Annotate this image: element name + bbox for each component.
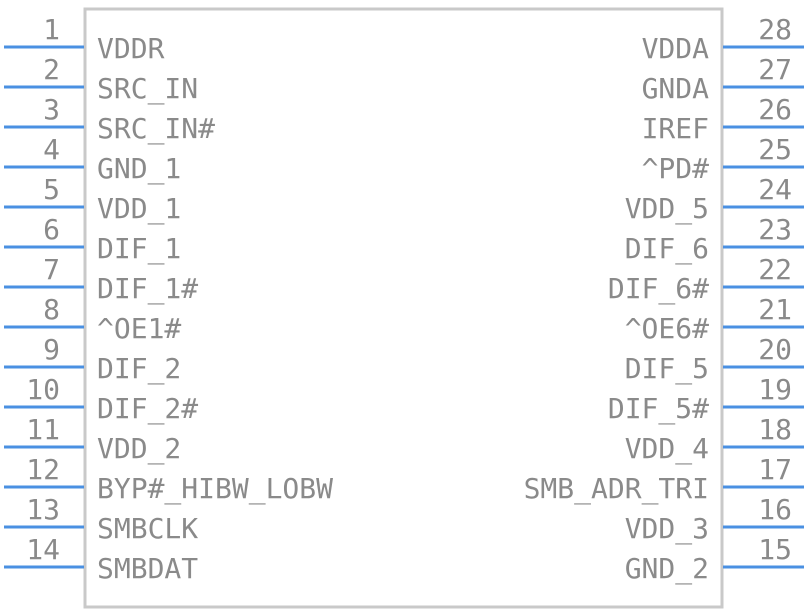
pin-name: DIF_2# [97,392,198,426]
pin-number: 14 [26,533,60,566]
pin-number: 27 [758,53,792,86]
pin-name: GND_2 [625,552,709,586]
pin-8: 8 ^OE1# [4,293,181,345]
pin-name: ^OE1# [97,312,181,345]
pin-name: VDD_3 [625,512,709,546]
pin-number: 7 [43,253,60,286]
pin-number: 5 [43,173,60,206]
pin-name: VDDR [97,32,165,65]
pin-number: 26 [758,93,792,126]
pin-name: BYP#_HIBW_LOBW [97,472,333,506]
pin-name: GND_1 [97,152,181,186]
pin-name: VDD_1 [97,192,181,226]
pin-name: SRC_IN [97,72,198,106]
pin-number: 6 [43,213,60,246]
pin-name: SMBDAT [97,552,198,585]
pin-name: SMBCLK [97,512,198,545]
pin-number: 2 [43,53,60,86]
pin-number: 25 [758,133,792,166]
pin-name: DIF_1# [97,272,198,306]
pin-number: 22 [758,253,792,286]
pin-number: 24 [758,173,792,206]
pin-name: DIF_6# [608,272,709,306]
pin-name: SRC_IN# [97,112,215,146]
pin-number: 4 [43,133,60,166]
pin-name: VDD_5 [625,192,709,226]
pin-name: DIF_5# [608,392,709,426]
pin-name: ^PD# [642,152,710,185]
pin-name: DIF_5 [625,352,709,386]
pin-name: ^OE6# [625,312,709,345]
pin-number: 23 [758,213,792,246]
pin-number: 9 [43,333,60,366]
pin-number: 11 [26,413,60,446]
pin-name: VDD_2 [97,432,181,466]
left-pins: 1VDDR2SRC_IN3SRC_IN#4GND_15VDD_16DIF_17D… [4,13,333,585]
pin-name: SMB_ADR_TRI [524,472,709,506]
component-body [83,7,724,609]
pin-number: 20 [758,333,792,366]
pin-name: VDDA [642,32,710,65]
pin-number: 12 [26,453,60,486]
pin-name: VDD_4 [625,432,709,466]
pin-number: 15 [758,533,792,566]
pin-number: 10 [26,373,60,406]
pin-number: 8 [43,293,60,326]
pin-name: GNDA [642,72,710,105]
pin-number: 19 [758,373,792,406]
pin-name: IREF [642,112,709,145]
pin-25: 25 ^PD# [642,133,804,185]
pin-number: 13 [26,493,60,526]
pin-number: 28 [758,13,792,46]
pin-number: 21 [758,293,792,326]
pin-number: 17 [758,453,792,486]
pin-name: DIF_2 [97,352,181,386]
right-pins: 28VDDA27GNDA26IREF25^PD#24VDD_523DIF_622… [524,13,804,586]
pin-number: 3 [43,93,60,126]
pin-number: 16 [758,493,792,526]
pin-name: DIF_1 [97,232,181,266]
pin-21: 21 ^OE6# [625,293,804,345]
pin-name: DIF_6 [625,232,709,266]
pin-number: 1 [43,13,60,46]
pin-number: 18 [758,413,792,446]
